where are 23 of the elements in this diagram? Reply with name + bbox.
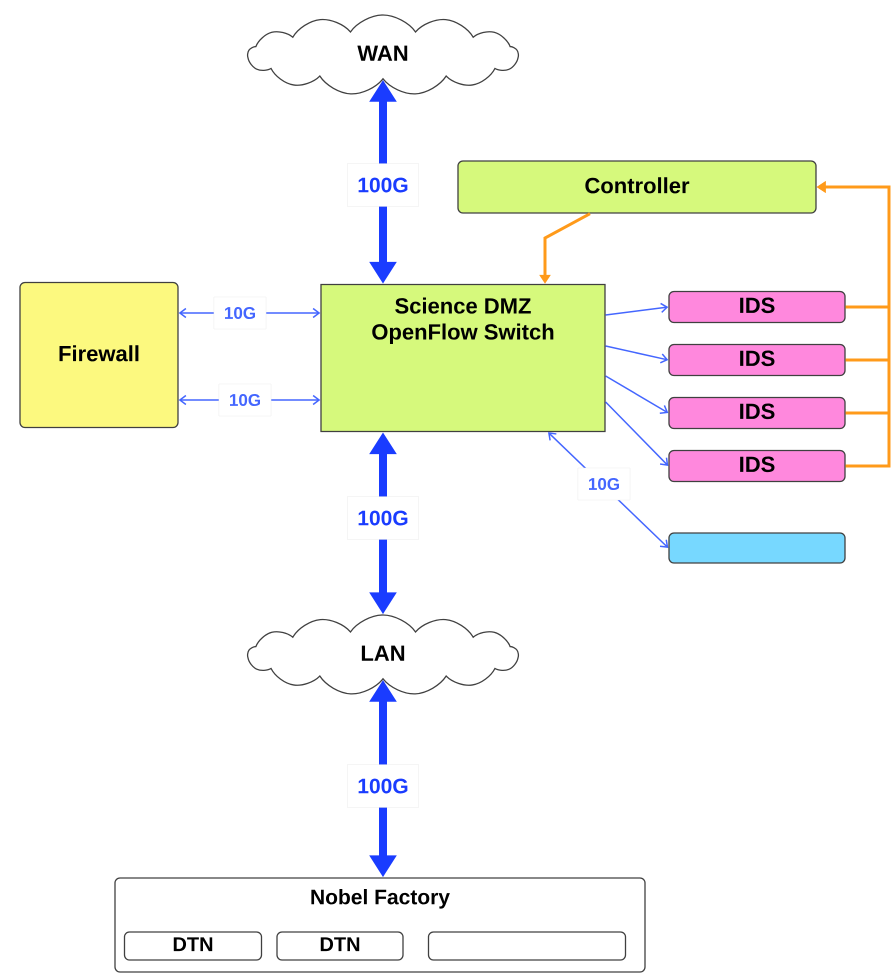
arrow (605, 345, 668, 364)
ids-box: IDS (668, 344, 846, 376)
ids-box: IDS (668, 290, 846, 324)
arrow (605, 375, 668, 414)
edge-label: 10G (214, 296, 266, 330)
monitor-box (428, 931, 626, 961)
edge-label: 100G (347, 163, 419, 207)
ids-box: IDS (668, 396, 846, 430)
dtn-box: DTN (124, 931, 262, 961)
edge-label: 10G (578, 468, 630, 500)
dtn-box: DTN (276, 931, 404, 961)
arrow (606, 302, 668, 316)
monitor-box (668, 532, 846, 564)
cloud: WAN (246, 14, 520, 94)
ids-box: IDS (668, 450, 846, 482)
cloud: LAN (246, 614, 520, 694)
edge-label: 100G (347, 496, 419, 540)
firewall-box: Firewall (19, 282, 179, 428)
edge-label: 100G (347, 764, 419, 808)
arrow (605, 401, 668, 466)
controller-box: Controller (457, 160, 817, 214)
edge-label: 10G (218, 384, 272, 416)
switch-box: Science DMZ OpenFlow Switch (320, 284, 606, 432)
